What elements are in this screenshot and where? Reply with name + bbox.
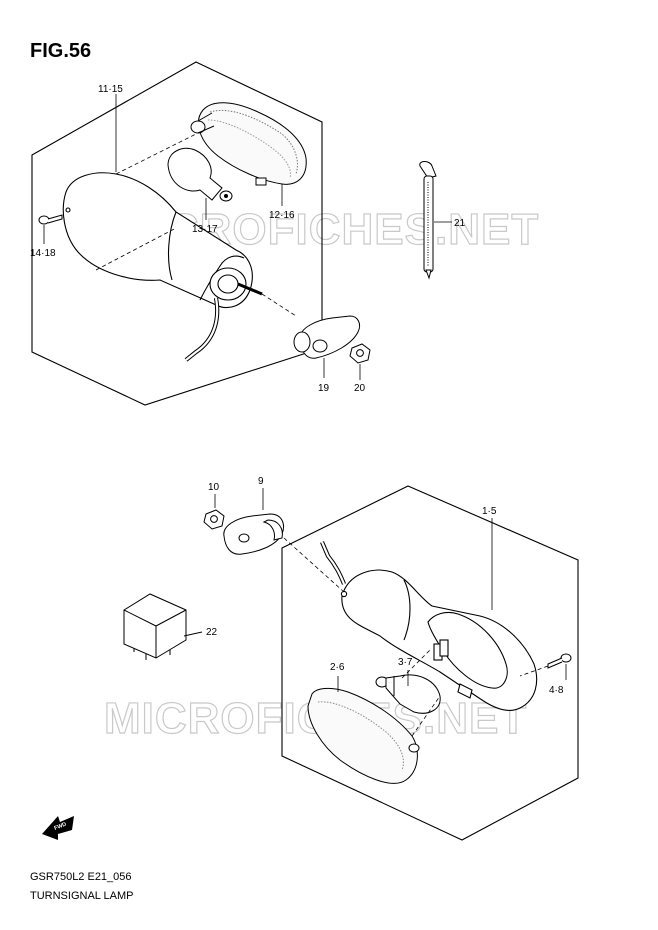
label-22: 22 xyxy=(206,627,218,638)
label-3-7: 3·7 xyxy=(398,657,413,668)
label-2-6: 2·6 xyxy=(330,662,345,673)
label-20: 20 xyxy=(354,383,366,394)
top-bulb xyxy=(167,147,233,202)
diagram-name: TURNSIGNAL LAMP xyxy=(30,890,134,902)
label-9: 9 xyxy=(258,476,264,487)
top-leaders xyxy=(43,94,452,380)
bottom-leaders xyxy=(214,488,567,692)
label-4-8: 4·8 xyxy=(549,685,564,696)
figure-title: FIG.56 xyxy=(30,40,92,62)
diagram-code: GSR750L2 E21_056 xyxy=(30,871,132,883)
top-lens xyxy=(190,102,307,186)
cable-tie xyxy=(419,161,437,280)
label-14-18: 14·18 xyxy=(30,248,56,259)
bottom-nut xyxy=(203,509,225,530)
label-11-15: 11·15 xyxy=(98,84,123,95)
top-nut xyxy=(349,343,371,364)
bottom-lens xyxy=(307,687,420,784)
label-19: 19 xyxy=(318,383,330,394)
bottom-bulb xyxy=(375,674,441,714)
label-1-5: 1·5 xyxy=(482,506,497,517)
label-21: 21 xyxy=(454,218,466,229)
bottom-housing xyxy=(320,541,538,711)
relay-unit xyxy=(123,593,203,660)
top-housing xyxy=(62,172,263,362)
bottom-assembly-lines xyxy=(283,537,549,737)
fwd-arrow-icon: FWD xyxy=(42,816,74,840)
fwd-arrow-text: FWD xyxy=(54,822,68,832)
top-screw xyxy=(38,214,63,225)
label-10: 10 xyxy=(208,482,220,493)
bottom-assembly-box xyxy=(281,485,579,841)
top-assembly-lines xyxy=(95,131,297,317)
bottom-gasket xyxy=(223,513,284,555)
label-13-17: 13·17 xyxy=(192,224,218,235)
label-12-16: 12·16 xyxy=(269,210,295,221)
bottom-screw xyxy=(547,653,572,669)
top-gasket xyxy=(293,315,361,359)
